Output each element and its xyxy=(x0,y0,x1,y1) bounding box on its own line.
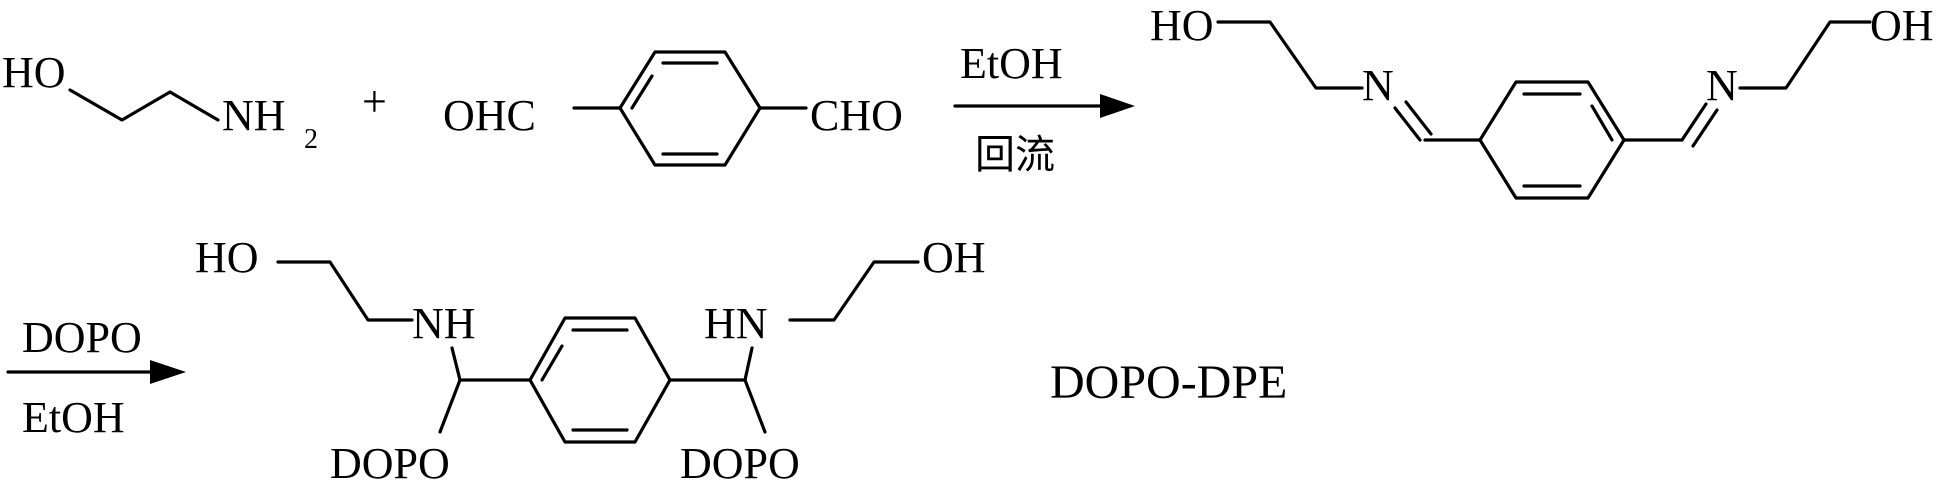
dpe-right-methine-to-dopo-bond xyxy=(743,378,767,434)
schiff-left-imine-double-bond-a xyxy=(1393,106,1422,142)
plus-sign: + xyxy=(362,77,387,126)
dpe-left-amine-to-methine-bond xyxy=(450,346,462,382)
schiff-ring-double-bond-right xyxy=(1590,104,1614,142)
schiff-right-imine-double-bond-b xyxy=(1691,108,1719,148)
product-name-label: DOPO-DPE xyxy=(1050,356,1287,409)
ethanolamine-amine-label: NH xyxy=(222,91,286,140)
arrow-1-solvent-label: EtOH xyxy=(960,39,1063,88)
schiff-right-imine-label: N xyxy=(1706,61,1738,110)
ethanolamine-hydroxyl-label: HO xyxy=(2,48,66,97)
terephthalaldehyde: OHC CHO xyxy=(443,50,903,167)
dpe-left-hydroxyl-label: HO xyxy=(195,233,259,282)
ethanolamine-amine-subscript: 2 xyxy=(304,124,318,155)
schiff-benzene-ring xyxy=(1478,80,1626,200)
dpe-benzene-ring xyxy=(528,316,672,444)
ethanolamine: HO NH 2 xyxy=(2,48,318,155)
arrow-2-solvent-label: EtOH xyxy=(22,393,125,442)
schiff-left-hydroxyl-label: HO xyxy=(1150,1,1214,50)
dpe-left-chain-bond xyxy=(276,260,414,322)
terephthalaldehyde-benzene-ring xyxy=(618,50,762,167)
arrow-2-reagent-label: DOPO xyxy=(22,313,142,362)
schiff-base-product: HO N N OH xyxy=(1150,1,1934,200)
terephthalaldehyde-ring-double-bond-left xyxy=(630,74,654,110)
dpe-left-methine-to-dopo-bond xyxy=(438,378,462,434)
terephthalaldehyde-left-aldehyde-label: OHC xyxy=(443,91,536,140)
schiff-right-hydroxyl-label: OH xyxy=(1870,1,1934,50)
dpe-left-dopo-label: DOPO xyxy=(330,439,450,484)
dpe-right-dopo-label: DOPO xyxy=(680,439,800,484)
schiff-left-imine-double-bond-b xyxy=(1404,100,1433,136)
dpe-right-amine-label: HN xyxy=(704,299,768,348)
reaction-arrow-1: EtOH 回流 xyxy=(953,39,1135,178)
schiff-left-imine-label: N xyxy=(1362,61,1394,110)
dpe-right-hydroxyl-label: OH xyxy=(922,233,986,282)
dpe-right-methine-to-amine-bond xyxy=(743,346,754,382)
dopo-dpe-product: HO NH DOPO HN OH DOPO xyxy=(195,233,986,484)
dpe-ring-double-bond-left xyxy=(540,344,564,382)
reaction-arrow-2: DOPO EtOH xyxy=(6,313,186,442)
dpe-left-amine-label: NH xyxy=(412,299,476,348)
schiff-right-chain-bond xyxy=(1738,20,1872,90)
schiff-left-chain-bond xyxy=(1216,20,1364,90)
arrow-1-condition-label: 回流 xyxy=(975,132,1055,178)
schiff-right-imine-double-bond-a xyxy=(1680,102,1708,142)
arrow-1-head xyxy=(1100,94,1135,118)
terephthalaldehyde-right-aldehyde-label: CHO xyxy=(810,91,903,140)
dpe-right-chain-bond xyxy=(788,260,920,322)
arrow-2-head xyxy=(150,360,186,384)
ethanolamine-chain-bond xyxy=(68,88,220,122)
